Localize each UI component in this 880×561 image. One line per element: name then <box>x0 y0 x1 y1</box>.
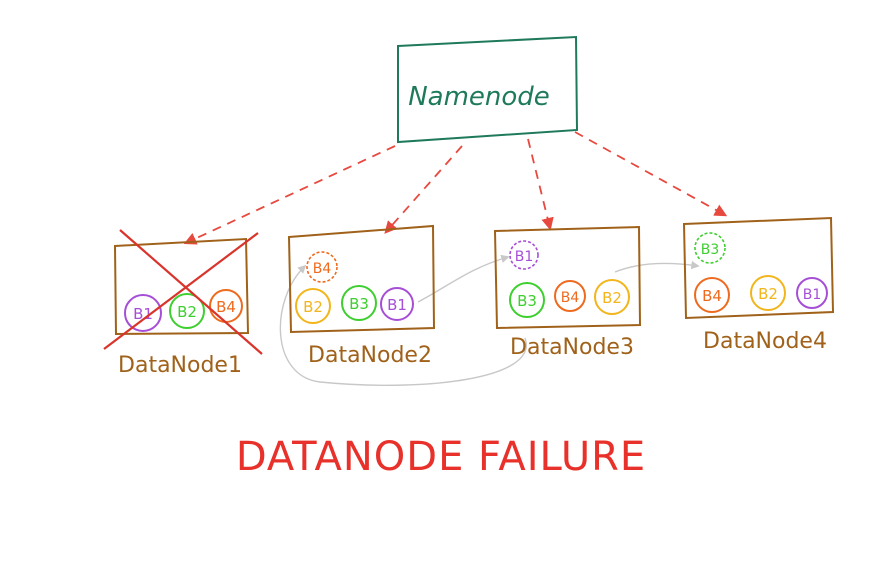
namenode-label: Namenode <box>408 82 550 112</box>
block-label: B2 <box>758 285 778 303</box>
block-b1: B1 <box>124 294 162 332</box>
datanode-label: DataNode4 <box>703 329 827 354</box>
block-b2: B2 <box>169 293 205 329</box>
block-b4: B4 <box>209 289 243 323</box>
block-label: B4 <box>702 287 722 305</box>
datanode-1: B1 B2 B4 DataNode1 <box>103 229 263 378</box>
block-b1: B1 <box>796 277 828 309</box>
block-b2: B2 <box>594 279 630 315</box>
datanode-3: B1 B3 B4 B2 DataNode3 <box>493 225 642 360</box>
block-label: B1 <box>133 305 153 323</box>
namenode: Namenode <box>397 35 579 144</box>
failure-cross-icon <box>103 229 263 355</box>
block-label: B4 <box>313 261 332 277</box>
block-label: B4 <box>216 298 236 316</box>
block-b2: B2 <box>295 288 331 324</box>
arrow-to-datanode4 <box>574 131 728 217</box>
namenode-arrows <box>183 131 728 245</box>
arrow-to-datanode3 <box>527 138 554 231</box>
block-b3: B3 <box>509 282 545 318</box>
block-label: B1 <box>803 287 822 303</box>
block-b1-replica: B1 <box>509 240 539 270</box>
block-label: B2 <box>177 303 197 321</box>
block-b4-replica: B4 <box>306 251 338 283</box>
diagram-title: DATANODE FAILURE <box>236 434 646 480</box>
block-b3: B3 <box>341 285 377 321</box>
arrow-to-datanode1 <box>183 145 396 245</box>
block-label: B2 <box>303 298 323 316</box>
block-label: B3 <box>349 295 369 313</box>
datanode-label: DataNode3 <box>510 335 634 360</box>
block-label: B4 <box>561 290 580 306</box>
block-b3-replica: B3 <box>694 232 726 264</box>
block-b1: B1 <box>380 287 414 321</box>
block-b2: B2 <box>750 275 786 311</box>
replication-b1-to-datanode3 <box>417 254 510 303</box>
datanode-4: B3 B4 B2 B1 DataNode4 <box>682 216 835 354</box>
datanode-2: B4 B2 B3 B1 DataNode2 <box>287 224 436 368</box>
datanode-label: DataNode2 <box>308 343 432 368</box>
block-label: B1 <box>387 296 407 314</box>
block-label: B1 <box>515 249 534 265</box>
replication-b3-to-datanode4 <box>614 260 700 273</box>
replication-b4-to-datanode2 <box>279 264 527 387</box>
block-b4: B4 <box>694 277 730 313</box>
arrow-to-datanode2 <box>384 145 463 234</box>
block-label: B2 <box>602 289 622 307</box>
block-b4: B4 <box>554 280 586 312</box>
block-label: B3 <box>701 242 720 258</box>
block-label: B3 <box>517 292 537 310</box>
datanode-label: DataNode1 <box>118 353 242 378</box>
